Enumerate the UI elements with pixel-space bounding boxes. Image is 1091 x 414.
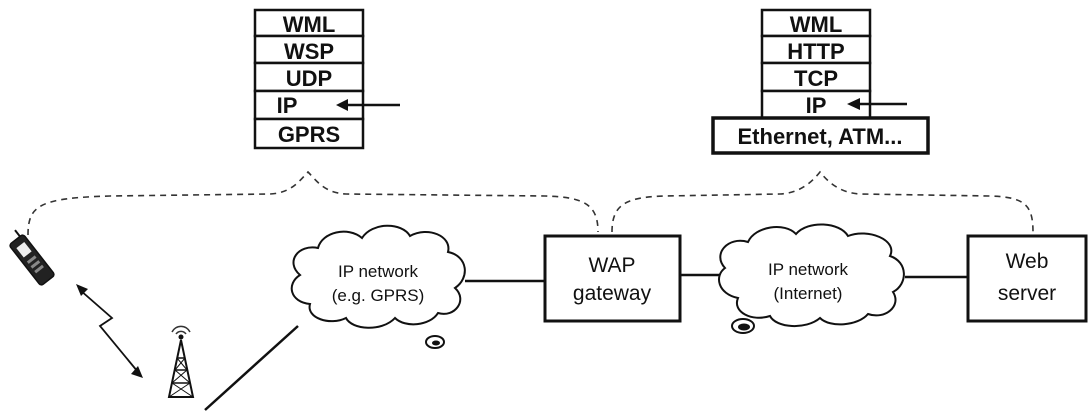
left-stack-layer-udp: UDP [253, 61, 365, 93]
left-stack-layer-wml: WML [253, 8, 365, 38]
connection-lines [204, 273, 968, 411]
left-protocol-stack: WML WSP UDP IP GPRS [253, 8, 400, 150]
right-stack-layer-wml: WML [760, 8, 872, 38]
wap-gateway-sublabel: gateway [573, 282, 652, 305]
wap-gateway-box: WAP gateway [543, 234, 682, 323]
ip-network-gprs-sublabel: (e.g. GPRS) [332, 286, 425, 305]
right-stack-layer-label: TCP [794, 66, 838, 91]
right-scope-brace [611, 170, 1034, 233]
ip-network-internet-cloud: IP network (Internet) [718, 223, 905, 334]
ip-network-gprs-label: IP network [338, 262, 419, 281]
right-stack-layer-label: IP [806, 93, 827, 118]
ip-network-gprs-cloud: IP network (e.g. GPRS) [290, 224, 466, 349]
ip-network-internet-label: IP network [768, 260, 849, 279]
mobile-phone-icon [9, 229, 55, 286]
left-scope-brace [27, 170, 599, 236]
left-stack-layer-label: WSP [284, 39, 334, 64]
web-server-box: Web server [966, 234, 1088, 323]
right-stack-layer-tcp: TCP [760, 61, 872, 93]
ip-network-internet-sublabel: (Internet) [774, 284, 843, 303]
link-tower-to-gprs-network [204, 325, 299, 411]
cloud-tail-icon [731, 318, 755, 334]
web-server-label: Web [1006, 250, 1049, 273]
left-stack-layer-label: GPRS [278, 122, 340, 147]
left-stack-layer-gprs: GPRS [253, 117, 365, 150]
right-stack-base-label: Ethernet, ATM... [738, 124, 903, 149]
right-protocol-stack: WML HTTP TCP IP Ethernet, ATM... [711, 8, 930, 155]
left-stack-layer-wsp: WSP [253, 34, 365, 65]
left-stack-layer-label: UDP [286, 66, 332, 91]
left-stack-layer-label: IP [277, 93, 298, 118]
antenna-tower-icon [167, 325, 195, 398]
wap-gateway-label: WAP [588, 254, 635, 277]
cloud-tail-icon [425, 335, 445, 349]
right-stack-layer-http: HTTP [760, 34, 872, 65]
web-server-sublabel: server [998, 282, 1056, 305]
left-stack-layer-label: WML [283, 12, 336, 37]
right-stack-layer-label: HTTP [787, 39, 844, 64]
right-stack-layer-label: WML [790, 12, 843, 37]
arrow-left-icon [847, 98, 907, 110]
wireless-link-icon [76, 284, 143, 378]
right-stack-layer-base: Ethernet, ATM... [711, 116, 930, 155]
arrow-left-icon [336, 99, 400, 111]
